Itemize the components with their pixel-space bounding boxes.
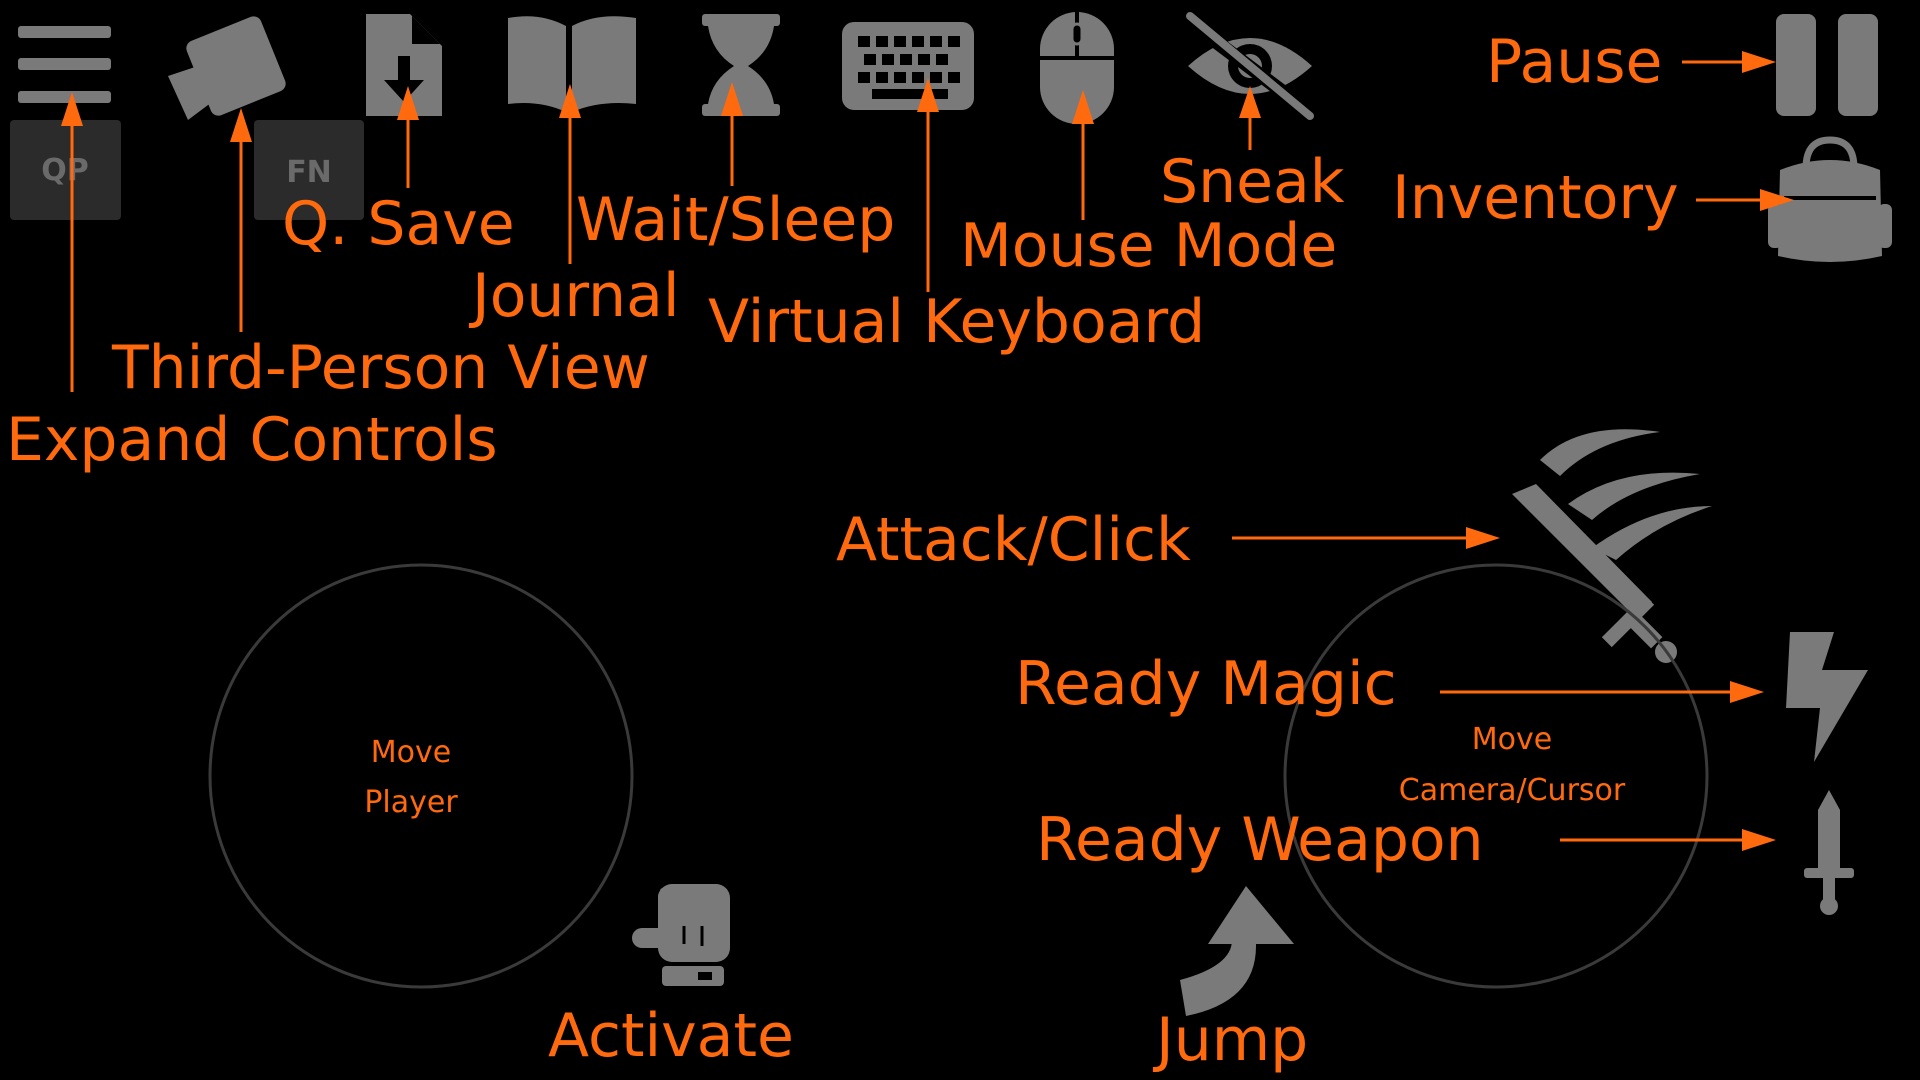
- jump-arrow-icon: [1180, 886, 1294, 1016]
- left-joystick-label-line1: Move: [371, 735, 451, 770]
- book-icon: [508, 16, 636, 113]
- lightning-icon: [1786, 632, 1868, 762]
- label-attack-click: Attack/Click: [836, 505, 1191, 575]
- activate-button[interactable]: [632, 884, 730, 986]
- qp-button[interactable]: QP: [10, 120, 121, 220]
- inventory-button[interactable]: [1768, 136, 1892, 262]
- annotation-labels: Expand Controls Third-Person View Q. Sav…: [6, 27, 1679, 1075]
- label-activate: Activate: [548, 1001, 794, 1071]
- pause-icon: [1776, 14, 1878, 116]
- backpack-icon: [1768, 136, 1892, 262]
- label-third-person-view: Third-Person View: [111, 333, 650, 403]
- mouse-icon: [1040, 12, 1114, 124]
- left-joystick[interactable]: Move Player: [208, 563, 634, 989]
- attack-click-button[interactable]: [1512, 429, 1712, 663]
- right-joystick[interactable]: Move Camera/Cursor: [1283, 563, 1709, 989]
- label-ready-weapon: Ready Weapon: [1036, 805, 1484, 875]
- ready-magic-button[interactable]: [1786, 632, 1868, 762]
- keyboard-icon: [842, 22, 974, 110]
- quick-save-button[interactable]: [366, 14, 442, 116]
- mouse-mode-button[interactable]: [1040, 12, 1114, 124]
- annotation-arrows: [61, 51, 1794, 851]
- label-mouse-mode: Mouse Mode: [960, 211, 1337, 281]
- wait-sleep-button[interactable]: [702, 14, 780, 116]
- sword-slash-icon: [1512, 429, 1712, 663]
- eye-slash-icon: [1185, 12, 1317, 120]
- qp-label: QP: [41, 153, 89, 188]
- label-sneak: Sneak: [1160, 147, 1345, 217]
- label-journal: Journal: [468, 261, 680, 331]
- right-joystick-label-line2: Camera/Cursor: [1399, 773, 1626, 808]
- pointing-hand-icon: [632, 884, 730, 986]
- label-wait-sleep: Wait/Sleep: [576, 185, 895, 255]
- pause-button[interactable]: [1776, 14, 1878, 116]
- camera-icon: [168, 16, 286, 120]
- label-pause: Pause: [1486, 27, 1662, 97]
- label-inventory: Inventory: [1392, 163, 1679, 233]
- label-expand-controls: Expand Controls: [6, 405, 498, 475]
- label-quick-save: Q. Save: [282, 189, 515, 259]
- virtual-keyboard-button[interactable]: [842, 22, 974, 110]
- expand-controls-button[interactable]: [18, 26, 111, 103]
- journal-button[interactable]: [508, 16, 636, 113]
- fn-button[interactable]: FN: [254, 120, 364, 220]
- jump-button[interactable]: [1180, 886, 1294, 1016]
- ready-weapon-button[interactable]: [1804, 790, 1854, 915]
- label-ready-magic: Ready Magic: [1015, 649, 1397, 719]
- sneak-mode-button[interactable]: [1185, 12, 1317, 120]
- third-person-view-button[interactable]: [168, 14, 288, 120]
- hourglass-icon: [702, 14, 780, 116]
- label-jump: Jump: [1152, 1005, 1308, 1075]
- label-virtual-keyboard: Virtual Keyboard: [708, 287, 1205, 357]
- left-joystick-label-line2: Player: [364, 785, 458, 820]
- fn-label: FN: [286, 155, 332, 190]
- dagger-icon: [1804, 790, 1854, 915]
- right-joystick-label-line1: Move: [1472, 722, 1552, 757]
- menu-icon: [18, 26, 111, 103]
- save-icon: [366, 14, 442, 116]
